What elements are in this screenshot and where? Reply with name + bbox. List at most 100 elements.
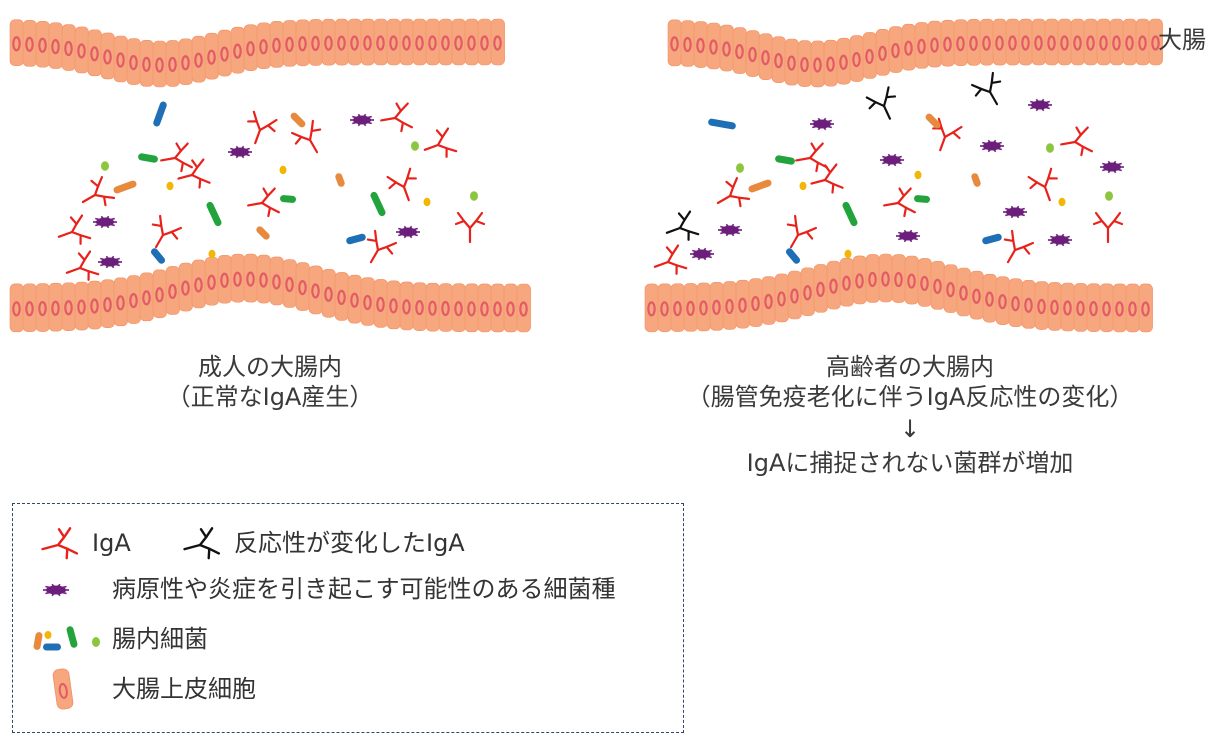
iga-arms [374, 229, 397, 252]
epithelial-cell [706, 22, 721, 70]
nucleus [725, 298, 734, 315]
nucleus [764, 293, 773, 310]
epithelial-cell [113, 277, 128, 327]
epithelial-cell [503, 283, 518, 333]
iga-stem [653, 260, 670, 268]
iga-branch [932, 127, 943, 130]
iga-branch [474, 219, 486, 226]
nucleus [943, 36, 952, 52]
iga-stem [939, 135, 947, 152]
iga-branch [180, 161, 185, 173]
nucleus [933, 278, 942, 294]
elderly-pathogenic-bacterium [1100, 160, 1124, 174]
adult-coccus-bacterium [208, 249, 216, 259]
epithelial-cell [178, 262, 193, 312]
nucleus [956, 36, 965, 52]
epithelial-cell [810, 40, 825, 88]
iga-arms [666, 244, 688, 270]
adult-iga [423, 127, 458, 158]
nucleus [1141, 301, 1150, 317]
nucleus [428, 300, 437, 316]
epithelial-cell [1135, 18, 1150, 66]
pathogen-body [721, 225, 739, 235]
legend-pathogenic-icon [43, 583, 69, 597]
iga-branch [885, 95, 897, 99]
pathogen-body [231, 147, 249, 157]
epithelial-cell [784, 38, 799, 86]
iga-stem [247, 201, 264, 207]
nucleus [129, 54, 138, 71]
epithelial-cell [1112, 283, 1127, 333]
epithelial-cell [243, 24, 258, 71]
nucleus [415, 35, 424, 51]
iga-arms [808, 142, 828, 169]
elderly-iga [1027, 167, 1058, 202]
adult-coccus-bacterium [411, 141, 419, 151]
blue-rod [43, 643, 61, 651]
nucleus [826, 56, 835, 72]
nucleus [64, 300, 73, 316]
epithelial-cell [917, 258, 932, 307]
result-arrow: ↓ [899, 415, 921, 443]
epithelial-cell [360, 277, 375, 326]
nucleus [839, 54, 848, 70]
elderly-iga [716, 177, 751, 208]
epithelial-cell [282, 20, 297, 67]
colon-label: 大腸 [1158, 26, 1206, 54]
adult-pathogenic-bacterium [396, 225, 420, 239]
epithelial-cell [22, 283, 37, 333]
epithelium-layer [9, 18, 1163, 333]
iga-branch [725, 180, 735, 189]
epithelial-cell [373, 279, 388, 328]
nucleus [233, 43, 242, 59]
epithelial-cell [1122, 18, 1137, 66]
iga-stem [41, 543, 60, 551]
epithelial-cell [204, 256, 219, 306]
elderly-altered-iga [865, 86, 897, 120]
iga-arms [794, 214, 817, 237]
nucleus [25, 301, 34, 317]
iga-branch [815, 161, 820, 173]
epithelial-cell [943, 264, 958, 313]
epithelial-cell [1047, 282, 1062, 331]
nucleus [865, 48, 874, 65]
iga-arms [865, 86, 890, 108]
nucleus [77, 299, 86, 315]
elderly-result-text: IgAに捕捉されない菌群が増加 [746, 449, 1074, 477]
adult-pathogenic-bacterium [350, 113, 374, 127]
nucleus [259, 39, 268, 55]
iga-stem [369, 248, 380, 264]
epithelial-cell [451, 283, 466, 333]
iga-stem [380, 116, 397, 122]
iga-branch [247, 120, 258, 123]
epithelial-cell [295, 262, 310, 311]
legend-epithelial-label: 大腸上皮細胞 [112, 675, 256, 703]
legend-pathogenic-label: 病原性や炎症を引き起こす可能性のある細菌種 [112, 575, 616, 603]
elderly-rod-bacterium [708, 118, 736, 130]
nucleus [761, 50, 770, 66]
epithelial-cell [761, 276, 776, 325]
nucleus [985, 291, 994, 307]
nucleus [90, 46, 99, 62]
iga-arms [386, 167, 412, 189]
pathogen-body [693, 249, 711, 259]
elderly-rod-bacterium [925, 113, 941, 129]
epithelial-cell [982, 273, 997, 323]
iga-arms [1027, 167, 1053, 189]
iga-branch [903, 206, 908, 218]
nucleus [1076, 300, 1085, 316]
epithelial-cell [35, 20, 50, 68]
epithelial-cell [797, 40, 812, 87]
epithelial-cell [490, 18, 505, 66]
iga-branch [1022, 245, 1031, 255]
adult-iga [386, 167, 417, 202]
nucleus [1037, 298, 1046, 315]
iga-branch [824, 164, 832, 174]
epithelial-cell [295, 19, 310, 67]
epithelial-cell [813, 264, 828, 313]
adult-coccus-bacterium [470, 191, 478, 201]
epithelial-cell [334, 18, 349, 66]
nucleus [493, 35, 502, 51]
epithelial-cell [48, 282, 63, 332]
